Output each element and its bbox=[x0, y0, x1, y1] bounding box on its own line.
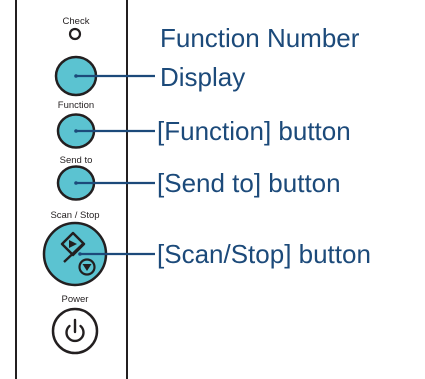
power-button[interactable] bbox=[51, 307, 99, 355]
check-label: Check bbox=[63, 16, 90, 27]
scan-stop-slash bbox=[63, 242, 85, 263]
callout-function-button: [Function] button bbox=[157, 116, 351, 146]
scan-stop-label: Scan / Stop bbox=[50, 210, 99, 221]
function-label: Function bbox=[58, 100, 94, 111]
callout-send-to-button: [Send to] button bbox=[157, 168, 341, 198]
callout-scan-stop-button: [Scan/Stop] button bbox=[157, 239, 371, 269]
callout-function-number-display-line1: Function Number bbox=[160, 23, 360, 53]
leader-lines bbox=[76, 74, 155, 256]
power-icon bbox=[65, 318, 85, 343]
callout-function-number-display-line2: Display bbox=[160, 62, 245, 92]
leader-dot-function-button bbox=[74, 129, 78, 133]
check-led-icon bbox=[68, 27, 82, 41]
scan-stop-button[interactable] bbox=[42, 221, 108, 287]
leader-dot-send-to-button bbox=[74, 181, 78, 185]
stop-triangle-icon bbox=[78, 258, 96, 276]
power-label: Power bbox=[62, 294, 89, 305]
leader-dot-scan-stop-button bbox=[78, 252, 82, 256]
send-to-label: Send to bbox=[60, 155, 93, 166]
leader-dot-function-number-display bbox=[74, 74, 78, 78]
